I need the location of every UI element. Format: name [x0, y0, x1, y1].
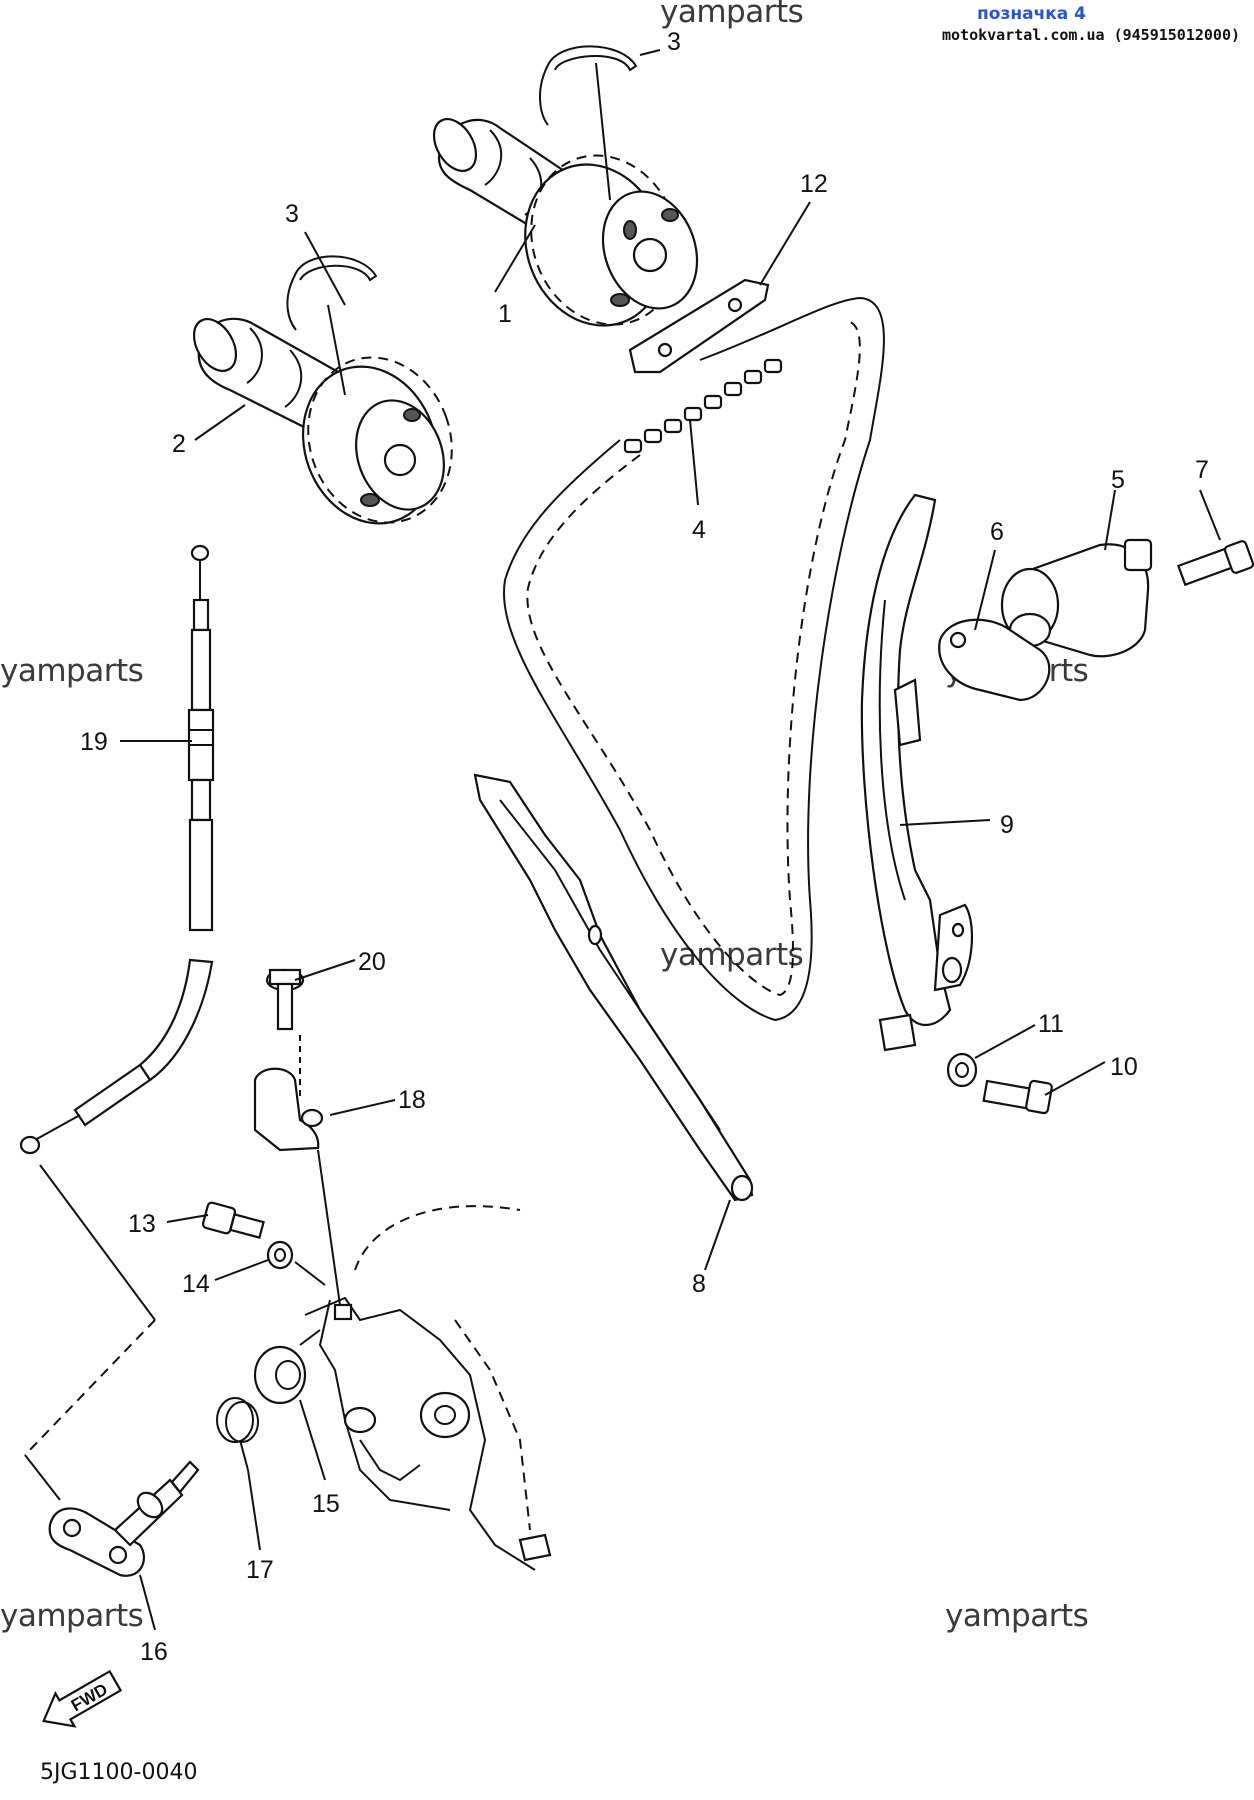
callout-numbers: 3 3 12 1 2 4 5 7 6 9 11 10 8 19 20 18 13… [80, 28, 1209, 1666]
oil-seal [253, 1345, 307, 1405]
callout-3: 3 [667, 28, 681, 56]
callout-10: 10 [1110, 1053, 1138, 1081]
callout-9: 9 [1000, 811, 1014, 839]
leader-lines [120, 49, 1221, 1631]
cam-chain [503, 296, 885, 1022]
camshaft-intake [192, 317, 453, 525]
callout-20: 20 [358, 948, 386, 976]
bolt-13 [201, 1201, 265, 1239]
callout-8: 8 [692, 1270, 706, 1298]
chain-tensioner [1000, 538, 1153, 658]
chain-guide-right [860, 493, 973, 1052]
callout-16: 16 [140, 1638, 168, 1666]
callout-4: 4 [692, 516, 706, 544]
chain-guide-top [628, 278, 770, 374]
callout-6: 6 [990, 518, 1004, 546]
guide-washer [946, 1052, 978, 1088]
watermark: yamparts [0, 653, 144, 689]
callout-5: 5 [1111, 466, 1125, 494]
watermark: yamparts [660, 0, 804, 30]
watermark: yamparts [945, 1598, 1089, 1634]
callout-11: 11 [1038, 1010, 1064, 1038]
header-label: позначка 4 [977, 4, 1086, 24]
callout-15: 15 [312, 1490, 340, 1518]
callout-14: 14 [182, 1270, 210, 1298]
cam-clip-top [539, 45, 638, 126]
tensioner-gasket [938, 618, 1051, 702]
callout-13: 13 [128, 1210, 156, 1238]
bolt-20 [265, 968, 305, 1031]
chain-links [623, 358, 783, 454]
cable-holder [253, 1067, 324, 1152]
camshaft-exhaust [432, 118, 699, 327]
decompression-lever [48, 1460, 200, 1577]
chain-guide-left [473, 773, 754, 1202]
fwd-arrow-icon: FWD [42, 1669, 123, 1728]
crankcase-section [304, 1205, 552, 1571]
callout-3: 3 [285, 200, 299, 228]
decompression-cable [19, 544, 215, 1155]
callout-19: 19 [80, 728, 108, 756]
tensioner-bolt [1176, 540, 1254, 587]
watermark: yamparts [0, 1598, 144, 1634]
callout-7: 7 [1195, 456, 1209, 484]
washer-14 [266, 1240, 294, 1270]
callout-17: 17 [246, 1556, 274, 1584]
callout-2: 2 [172, 430, 186, 458]
return-spring [216, 1397, 259, 1471]
callout-18: 18 [398, 1086, 426, 1114]
callout-1: 1 [498, 300, 512, 328]
guide-bolt [982, 1079, 1053, 1115]
cam-clip-left [286, 255, 378, 331]
header-source: motokvartal.com.ua (945915012000) [941, 26, 1240, 44]
diagram-code: 5JG1100-0040 [40, 1760, 198, 1785]
callout-12: 12 [800, 170, 828, 198]
